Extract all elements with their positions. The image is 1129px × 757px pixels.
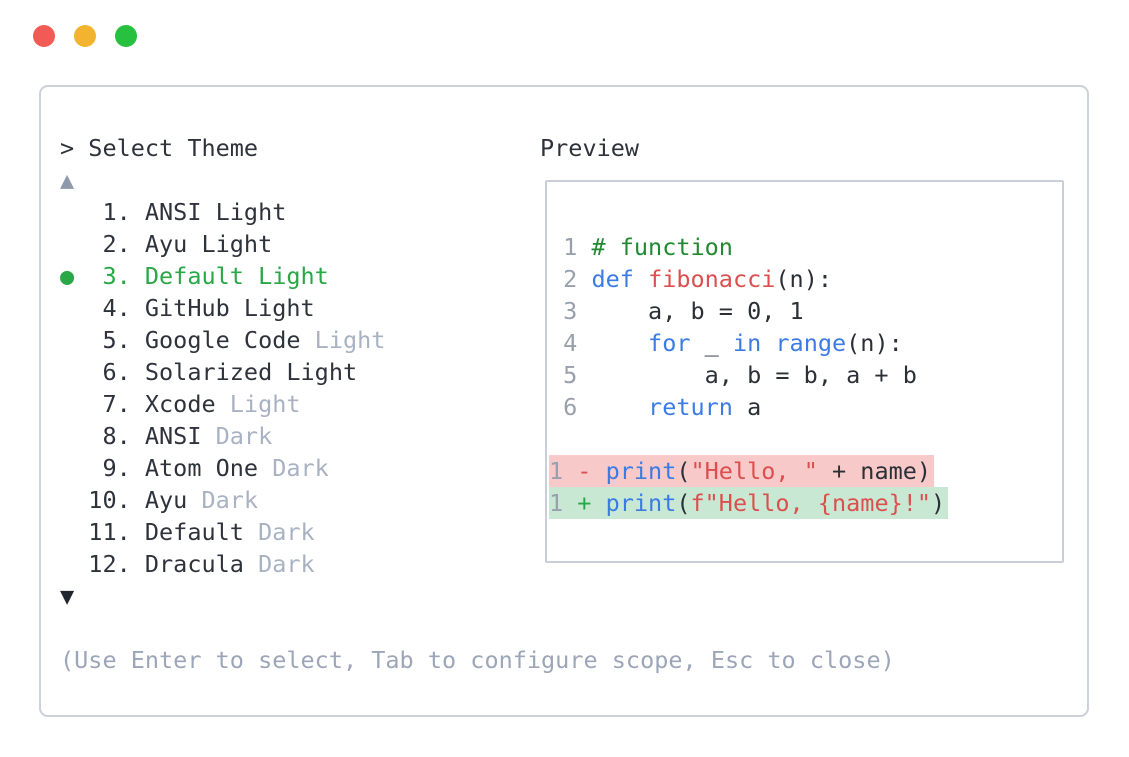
window-zoom-button[interactable]: [115, 25, 137, 47]
theme-item-7[interactable]: 7. Xcode Light: [88, 390, 301, 418]
select-theme-prompt: > Select Theme: [60, 134, 259, 162]
theme-list: 1. ANSI Light 2. Ayu Light ● 3. Default L…: [60, 196, 895, 580]
diff-add-line: 1 + print(f"Hello, {name}!"): [549, 487, 1062, 519]
theme-item-6[interactable]: 6. Solarized Light: [88, 358, 358, 386]
code-line: 4 for _ in range(n):: [549, 329, 903, 357]
preview-code-box: 1 # function 2 def fibonacci(n): 3 a, b …: [545, 180, 1064, 563]
diff-del-line: 1 - print("Hello, " + name): [549, 455, 1062, 487]
theme-item-10[interactable]: 10. Ayu Dark: [88, 486, 259, 514]
scroll-down-icon[interactable]: ▼: [60, 582, 75, 610]
code-line: 6 return a: [549, 393, 762, 421]
theme-item-9[interactable]: 9. Atom One Dark: [88, 454, 329, 482]
code-line: 2 def fibonacci(n):: [549, 265, 832, 293]
preview-title: Preview: [540, 134, 640, 162]
code-line: [549, 423, 1062, 455]
theme-item-8[interactable]: 8. ANSI Dark: [88, 422, 273, 450]
scroll-up-icon[interactable]: ▲: [60, 166, 75, 194]
theme-item-2[interactable]: 2. Ayu Light: [88, 230, 273, 258]
theme-selector-column: > Select Theme ▲ 1. ANSI Light 2. Ayu Li…: [60, 132, 895, 676]
theme-item-4[interactable]: 4. GitHub Light: [88, 294, 315, 322]
keyboard-hint-text: (Use Enter to select, Tab to configure s…: [60, 646, 895, 674]
theme-item-3[interactable]: ● 3. Default Light: [60, 262, 329, 290]
theme-item-1[interactable]: 1. ANSI Light: [88, 198, 287, 226]
window-close-button[interactable]: [33, 25, 55, 47]
code-lines: 1 # function 2 def fibonacci(n): 3 a, b …: [547, 182, 1062, 519]
window-minimize-button[interactable]: [74, 25, 96, 47]
spacer-row: [60, 612, 895, 644]
theme-item-11[interactable]: 11. Default Dark: [88, 518, 315, 546]
theme-item-12[interactable]: 12. Dracula Dark: [88, 550, 315, 578]
code-line: 3 a, b = 0, 1: [549, 297, 804, 325]
theme-picker-panel: > Select Theme ▲ 1. ANSI Light 2. Ayu Li…: [39, 85, 1089, 717]
code-line: 1 # function: [549, 233, 733, 261]
code-line: 5 a, b = b, a + b: [549, 361, 917, 389]
theme-item-5[interactable]: 5. Google Code Light: [88, 326, 386, 354]
